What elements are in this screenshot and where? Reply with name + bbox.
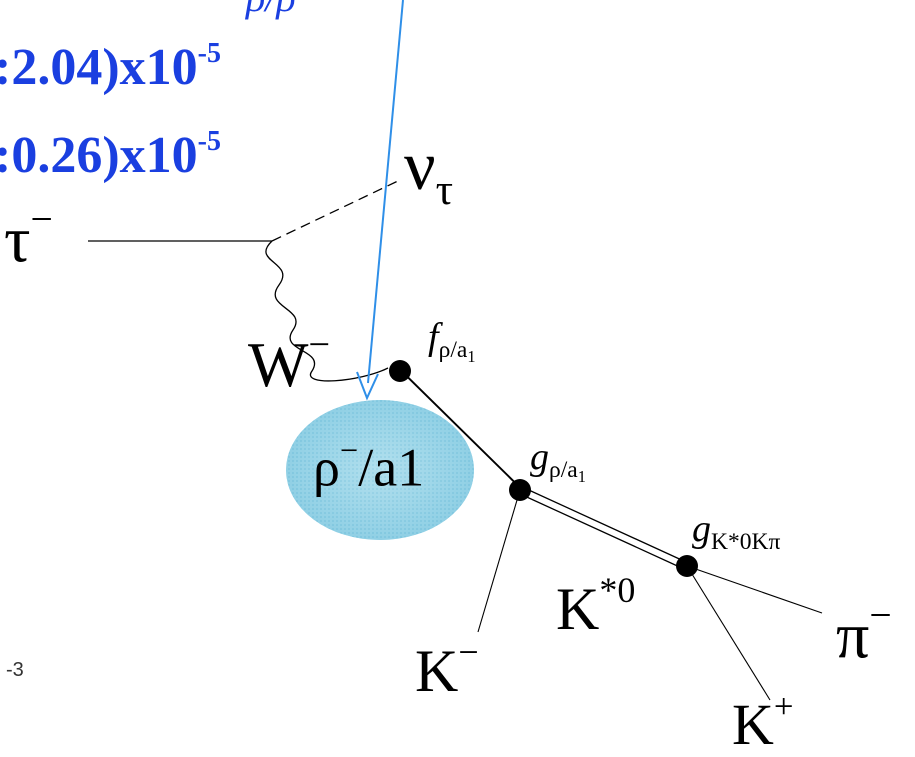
w-label: W− <box>248 326 330 397</box>
value-1-text: :2.04)x10 <box>0 39 198 96</box>
footnote: -3 <box>6 660 24 680</box>
value-2-text: :0.26)x10 <box>0 127 198 184</box>
neutrino-line <box>272 180 400 241</box>
value-2-exponent: -5 <box>198 126 221 157</box>
vertex-g-kstar <box>676 555 698 577</box>
kstar-propagator <box>518 486 686 569</box>
coupling-g-rho-label: gρ/a1 <box>530 438 586 486</box>
pointer-arrow-line <box>368 0 403 383</box>
kstar-label: K*0 <box>556 572 635 639</box>
rho-a1-label: ρ−/a1 <box>313 435 424 494</box>
nu-tau-label: ντ <box>404 132 453 213</box>
value-line-2: :0.26)x10-5 <box>0 130 221 182</box>
tau-label: τ− <box>4 200 53 274</box>
top-partial-label: ρ/ρ <box>246 0 296 18</box>
vertex-f <box>389 360 411 382</box>
piminus-label: π− <box>836 596 892 670</box>
vertex-g-rho <box>509 479 531 501</box>
coupling-f-label: fρ/a1 <box>428 318 476 366</box>
kminus-label: K− <box>415 634 479 701</box>
value-line-1: :2.04)x10-5 <box>0 42 221 94</box>
kplus-line <box>687 566 770 700</box>
kplus-label: K+ <box>732 690 794 754</box>
value-1-exponent: -5 <box>198 38 221 69</box>
coupling-g-kstar-label: gK*0Kπ <box>692 510 780 555</box>
piminus-line <box>687 566 822 613</box>
kminus-line <box>478 490 520 632</box>
